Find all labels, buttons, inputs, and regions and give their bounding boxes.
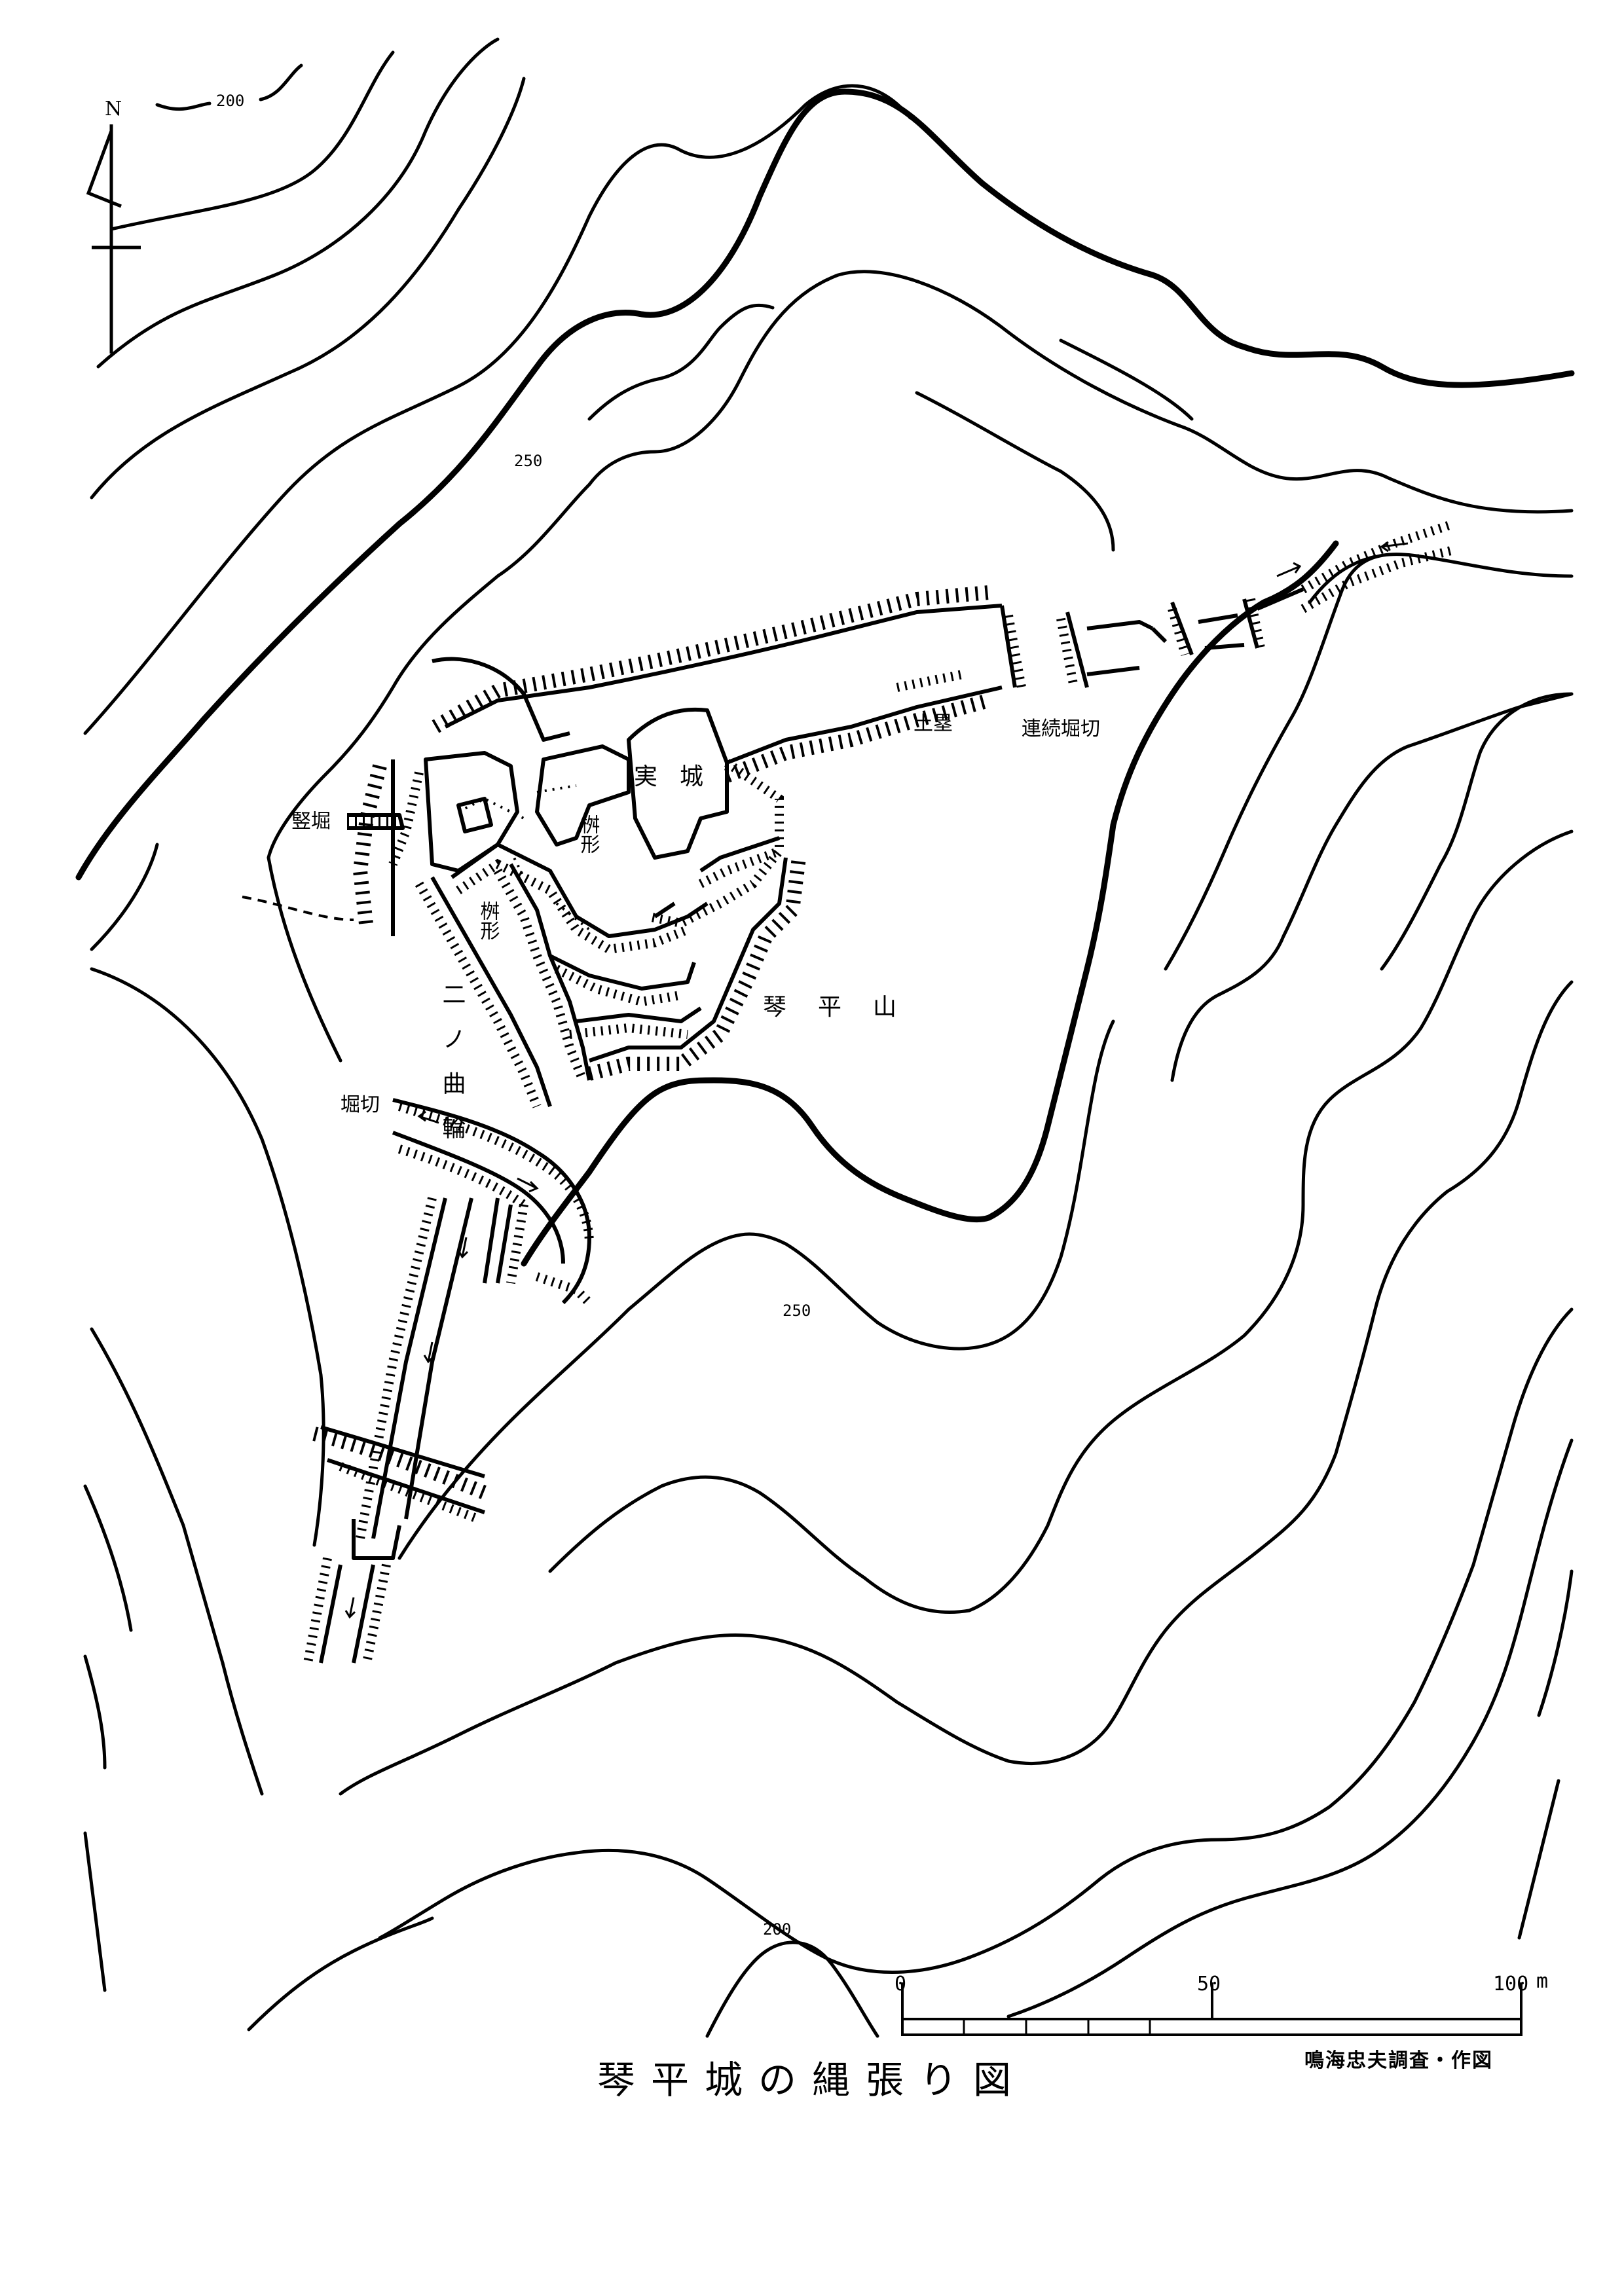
- scale-unit: m: [1536, 1970, 1548, 1993]
- contour-label-200-top: 200: [216, 92, 244, 110]
- contour-label-250-lower: 250: [783, 1302, 811, 1320]
- scale-tick-100: 100: [1493, 1973, 1528, 1995]
- scale-bar: 0 50 100 m: [895, 1970, 1548, 2036]
- label-ninomaru: 二ノ曲輪: [439, 982, 466, 1160]
- label-dorui: 土塁: [913, 712, 953, 735]
- label-mountain: 琴平山: [763, 994, 928, 1021]
- contour-label-200-bottom: 200: [763, 1920, 791, 1939]
- label-masugata-upper: 桝形: [577, 814, 600, 854]
- label-renzoku-horikiri: 連続堀切: [1022, 718, 1100, 740]
- map-title: 琴平城の縄張り図: [597, 2058, 1027, 2102]
- north-arrow: N: [86, 98, 141, 354]
- scale-tick-0: 0: [895, 1973, 906, 1995]
- contour-label-250-upper: 250: [514, 452, 542, 470]
- scale-tick-50: 50: [1197, 1973, 1221, 1995]
- contour-lines: [75, 37, 1575, 2038]
- castle-earthworks: [242, 519, 1456, 1664]
- label-horikiri: 堀切: [341, 1093, 380, 1116]
- label-honmaru: 実城: [634, 763, 726, 790]
- label-tatebori: 竪堀: [291, 810, 331, 833]
- survey-credit: 鳴海忠夫調査・作図: [1304, 2049, 1493, 2072]
- north-label: N: [105, 98, 122, 120]
- label-masugata-lower: 桝形: [477, 901, 500, 940]
